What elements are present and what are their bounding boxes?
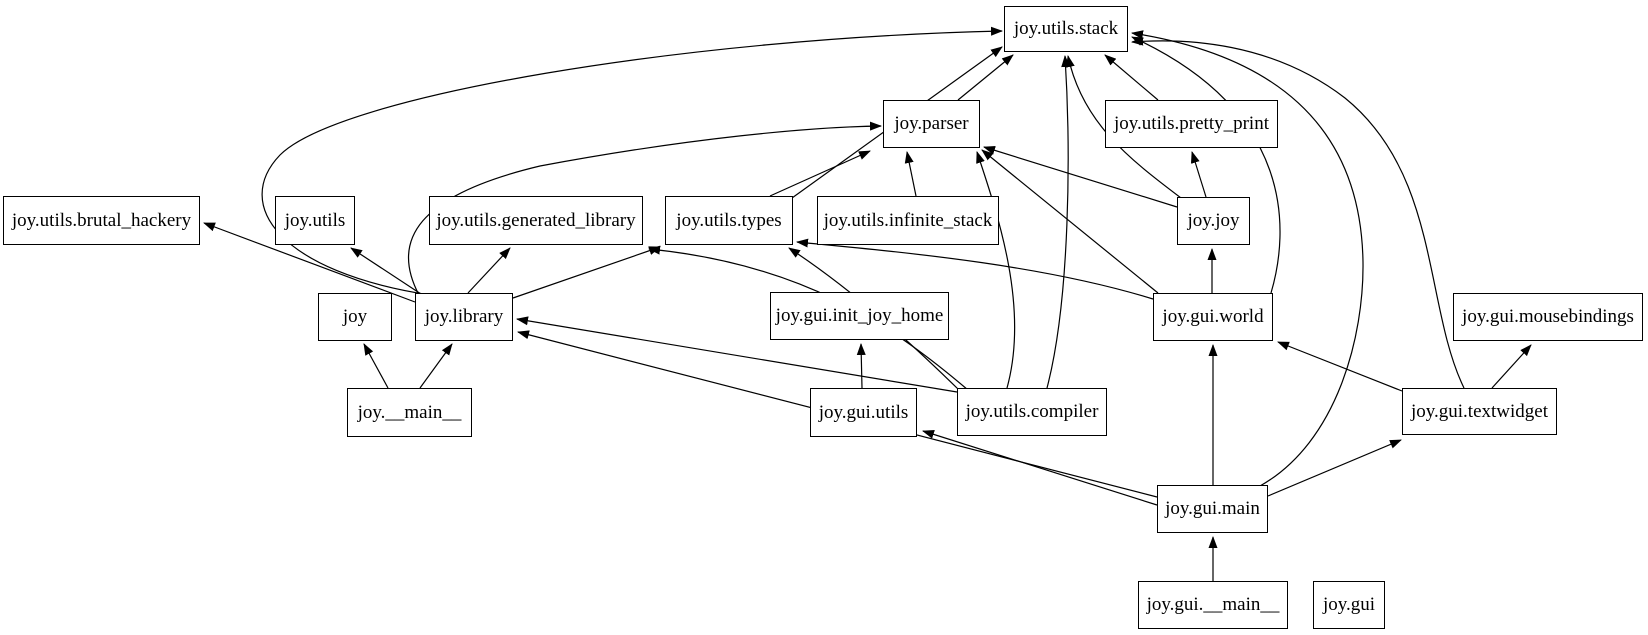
node-joy-gui-mousebindings: joy.gui.mousebindings xyxy=(1453,293,1643,341)
edge-joy-utils-compiler-to-joy-parser xyxy=(976,151,1016,389)
node-joy-joy: joy.joy xyxy=(1177,197,1250,245)
node-joy-utils-compiler: joy.utils.compiler xyxy=(957,388,1107,436)
edge-joy-gui-textwidget-to-joy-gui-mousebindings xyxy=(1491,344,1532,389)
node-label: joy.__main__ xyxy=(357,401,462,423)
node-joy-utils-infinite-stack: joy.utils.infinite_stack xyxy=(817,196,999,245)
edge-joy-gui-world-to-joy-parser xyxy=(981,149,1159,294)
node-label: joy.parser xyxy=(894,113,969,134)
edge-joy-library-to-joy-parser xyxy=(407,121,882,296)
node-label: joy.gui.mousebindings xyxy=(1462,306,1634,327)
node-label: joy.utils.types xyxy=(676,209,782,231)
edge-joy-library-to-joy-utils xyxy=(350,247,422,295)
node-joy-gui: joy.gui xyxy=(1313,581,1385,629)
node-label: joy.utils.brutal_hackery xyxy=(11,209,192,231)
edge-joy-gui-utils-to-joy-gui-init-joy-home xyxy=(856,343,866,389)
edge-joy-gui-main-to-joy-utils-stack xyxy=(1131,30,1364,487)
node-joy-gui-utils: joy.gui.utils xyxy=(810,388,917,437)
node-label: joy.gui.textwidget xyxy=(1410,400,1549,422)
edge-joy-gui-world-to-joy-utils-stack xyxy=(1131,36,1281,294)
node-joy: joy xyxy=(318,293,392,341)
node-label: joy.utils.generated_library xyxy=(436,209,636,231)
node-label: joy.library xyxy=(424,306,504,327)
node-joy-utils-pretty-print: joy.utils.pretty_print xyxy=(1105,100,1278,148)
edge-joy-library-to-joy-utils-stack xyxy=(261,26,1003,296)
edge-joy-utils-compiler-to-joy-utils-stack xyxy=(1046,55,1071,389)
node-joy-gui-textwidget: joy.gui.textwidget xyxy=(1402,388,1557,435)
edge-joy-gui-textwidget-to-joy-gui-world xyxy=(1277,341,1403,392)
node-label: joy.gui xyxy=(1322,594,1376,615)
node-label: joy.utils.compiler xyxy=(965,401,1099,422)
edge-joy-gui-world-to-joy-utils-types xyxy=(796,238,1154,300)
edge-joy-utils-infinite-stack-to-joy-parser xyxy=(904,151,917,197)
node-label: joy.gui.init_joy_home xyxy=(775,305,944,326)
node-label: joy.utils.stack xyxy=(1013,18,1119,39)
edge-joy-gui-main-to-joy-gui-textwidget xyxy=(1267,439,1402,497)
node-joy-utils: joy.utils xyxy=(275,196,355,245)
edge-joy-joy-to-joy-parser xyxy=(983,145,1178,208)
edge-joy-gui-textwidget-to-joy-utils-stack xyxy=(1131,36,1465,389)
edge-joy-utils-compiler-to-joy-library xyxy=(516,316,958,393)
edge-joy-parser-to-joy-utils-stack xyxy=(957,54,1014,101)
node-label: joy.gui.main xyxy=(1165,498,1260,519)
edge-joy-library-to-joy-utils-brutal-hackery xyxy=(203,222,416,303)
node-label: joy.gui.utils xyxy=(818,401,909,423)
node-label: joy.utils xyxy=(284,209,346,231)
node-joy-parser: joy.parser xyxy=(883,100,980,148)
node-joy-utils-types: joy.utils.types xyxy=(665,196,793,245)
edge-joy-library-to-joy-utils-generated-library xyxy=(467,247,511,294)
node-label: joy.joy xyxy=(1187,210,1240,231)
node-label: joy.utils.infinite_stack xyxy=(823,209,993,231)
node-joy-gui-main-module: joy.gui.__main__ xyxy=(1138,581,1288,629)
node-label: joy.utils.pretty_print xyxy=(1114,113,1269,134)
node-label: joy.gui.world xyxy=(1162,306,1264,327)
node-label: joy.gui.__main__ xyxy=(1146,594,1280,615)
edge-joy-library-to-joy-utils-types xyxy=(512,246,661,299)
node-label: joy xyxy=(342,306,368,327)
node-joy-gui-main: joy.gui.main xyxy=(1157,485,1268,533)
edge-joy-utils-pretty-print-to-joy-utils-stack xyxy=(1104,54,1159,101)
edge-joy-main-to-joy xyxy=(363,343,389,389)
node-joy-gui-world: joy.gui.world xyxy=(1153,293,1273,341)
node-joy-gui-init-joy-home: joy.gui.init_joy_home xyxy=(770,292,949,340)
edge-joy-utils-types-to-joy-parser xyxy=(769,150,871,197)
node-joy-library: joy.library xyxy=(415,293,513,341)
node-joy-utils-brutal-hackery: joy.utils.brutal_hackery xyxy=(3,196,200,245)
node-joy-utils-generated-library: joy.utils.generated_library xyxy=(429,196,643,245)
edge-joy-gui-main-to-joy-gui-utils xyxy=(922,430,1158,506)
edge-joy-main-to-joy-library xyxy=(419,343,453,389)
edge-joy-joy-to-joy-utils-pretty-print xyxy=(1190,151,1207,198)
node-joy-main: joy.__main__ xyxy=(347,388,472,437)
node-joy-utils-stack: joy.utils.stack xyxy=(1004,6,1128,52)
